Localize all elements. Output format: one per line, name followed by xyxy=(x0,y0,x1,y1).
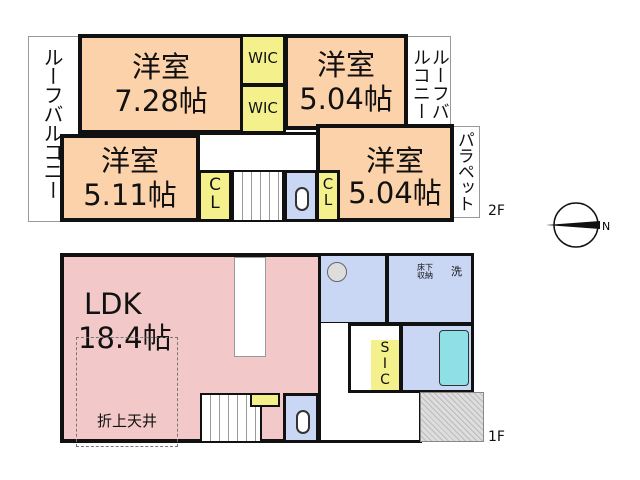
parapet: パラペット xyxy=(450,126,480,218)
toilet-icon xyxy=(296,410,310,434)
toilet-icon xyxy=(295,187,309,211)
roof-balcony-left: ルーフバルコニー xyxy=(28,36,82,222)
closet-2: C L xyxy=(316,170,340,222)
washroom xyxy=(318,253,388,325)
bathtub-icon xyxy=(439,330,469,386)
compass-north-label: N xyxy=(602,220,610,233)
wic-label: WIC xyxy=(248,99,278,117)
roof-balcony-right-label: ルーフバルコニー xyxy=(409,48,450,120)
room-size: 7.28帖 xyxy=(114,84,208,118)
room-western-3: 洋室 5.11帖 xyxy=(60,134,200,222)
wic-label: WIC xyxy=(248,49,278,67)
sic-label: S I C xyxy=(380,340,390,389)
shoe-closet: S I C xyxy=(348,323,402,393)
closet-label: C L xyxy=(322,175,334,209)
ldk-size: 18.4帖 xyxy=(78,321,172,355)
compass-icon: N xyxy=(546,202,610,248)
sink-icon xyxy=(327,262,347,282)
room-name: 洋室 xyxy=(100,144,159,178)
toilet-1f xyxy=(283,393,319,443)
room-size: 5.04帖 xyxy=(348,176,442,210)
wic-2: WIC xyxy=(240,84,286,134)
room-name: 洋室 xyxy=(316,48,375,82)
shoe-closet-fill: S I C xyxy=(371,340,399,390)
room-western-2: 洋室 5.04帖 xyxy=(284,34,408,130)
ldk: LDK 18.4帖 折上天井 xyxy=(60,253,322,447)
floor-label-1f: 1F xyxy=(488,429,505,445)
closet-1: C L xyxy=(198,170,232,222)
room-size: 5.04帖 xyxy=(299,82,393,116)
parapet-label: パラペット xyxy=(453,131,474,211)
roof-balcony-right: ルーフバルコニー xyxy=(405,36,451,128)
closet-label: C L xyxy=(209,175,221,213)
ldk-name: LDK xyxy=(84,287,142,321)
laundry-label: 洗 xyxy=(451,265,462,278)
entrance xyxy=(420,392,484,442)
floor-label-2f: 2F xyxy=(488,203,505,219)
roof-balcony-left-label: ルーフバルコニー xyxy=(40,47,64,199)
kitchen-counter xyxy=(234,257,266,357)
laundry-area: 床下 収納 洗 xyxy=(386,253,474,325)
raised-ceiling-label: 折上天井 xyxy=(96,412,157,430)
room-name: 洋室 xyxy=(131,50,190,84)
room-western-1: 洋室 7.28帖 xyxy=(78,34,244,134)
room-size: 5.11帖 xyxy=(83,178,177,212)
room-name: 洋室 xyxy=(365,144,424,178)
stairs-2f xyxy=(232,170,284,222)
toilet-2f xyxy=(284,170,318,222)
wic-1: WIC xyxy=(240,34,286,86)
storage-1f xyxy=(250,393,280,407)
bathroom xyxy=(400,323,474,393)
raised-ceiling-area: 折上天井 xyxy=(76,337,178,447)
underfloor-storage-label: 床下 収納 xyxy=(417,263,433,281)
